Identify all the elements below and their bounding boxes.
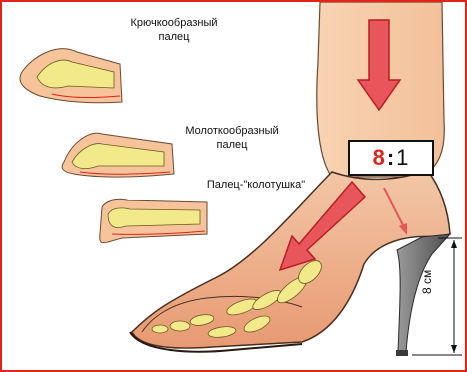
mallet-toe-label: Палец-"колотушка" [196, 178, 316, 192]
ratio-right-value: 1 [396, 145, 409, 171]
pressure-ratio-box: 8:1 [348, 140, 434, 176]
ratio-left-value: 8 [373, 145, 386, 171]
claw-toe-sketch [20, 49, 122, 103]
mallet-toe-sketch [100, 199, 207, 243]
heel-height-label: 8 см [420, 270, 434, 294]
ratio-colon: : [387, 145, 395, 171]
claw-toe-label: Крючкообразный палец [124, 16, 224, 44]
hammer-toe-sketch [62, 133, 174, 177]
heel [396, 234, 450, 356]
hammer-toe-label: Молоткообразный палец [172, 124, 292, 152]
